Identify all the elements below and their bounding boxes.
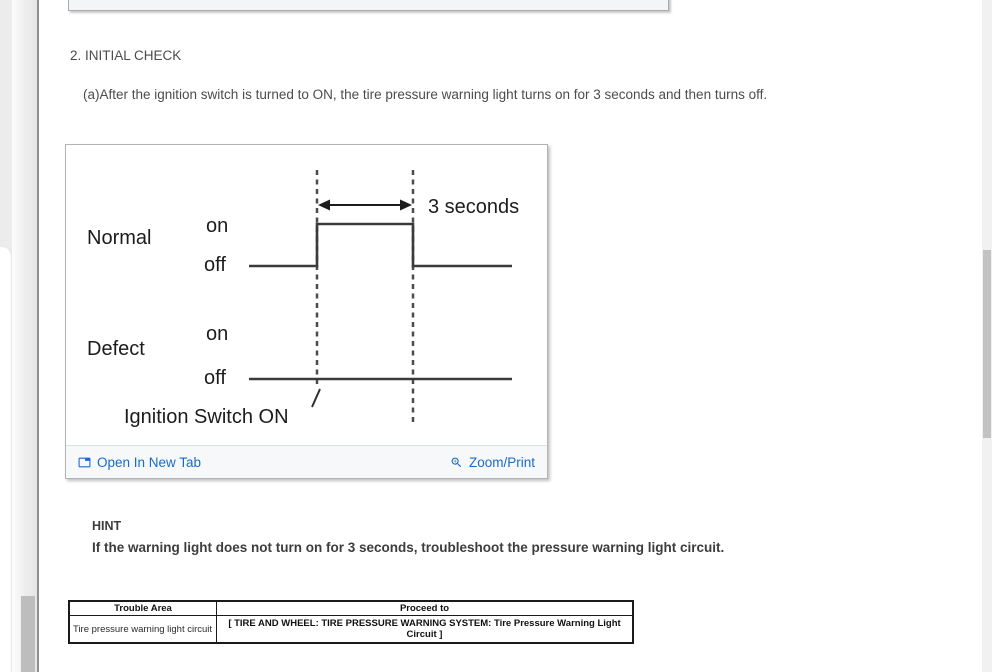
trouble-table: Trouble Area Proceed to Tire pressure wa… <box>68 600 634 644</box>
zoom-in-icon <box>451 457 462 467</box>
normal-label: Normal <box>87 227 151 249</box>
trouble-area-cell: Tire pressure warning light circuit <box>68 615 217 644</box>
step-text: (a)After the ignition switch is turned t… <box>83 87 768 102</box>
table-row: Tire pressure warning light circuit [ TI… <box>68 615 634 644</box>
timing-diagram-figure: 3 seconds Normal on off Defect on off Ig… <box>65 144 548 479</box>
right-scrollbar-track[interactable] <box>982 0 992 672</box>
trouble-area-header: Trouble Area <box>68 600 217 616</box>
normal-off-label: off <box>204 254 226 276</box>
table-header-row: Trouble Area Proceed to <box>68 600 634 616</box>
hint-label: HINT <box>92 519 122 533</box>
defect-off-label: off <box>204 367 226 389</box>
figure-footer: Open In New Tab Zoom/Print <box>66 445 547 478</box>
zoom-print-link[interactable]: Zoom/Print <box>450 455 535 470</box>
left-scrollbar-thumb[interactable] <box>21 596 35 672</box>
proceed-to-header: Proceed to <box>216 600 634 616</box>
section-heading: 2. INITIAL CHECK <box>70 48 182 63</box>
right-scrollbar-thumb[interactable] <box>983 250 991 438</box>
defect-label: Defect <box>87 338 145 360</box>
duration-label: 3 seconds <box>428 196 519 218</box>
left-scrollbar-track[interactable] <box>12 0 39 672</box>
arrowhead-right-icon <box>400 199 412 211</box>
normal-waveform <box>249 222 512 268</box>
timing-diagram-canvas: 3 seconds Normal on off Defect on off Ig… <box>87 170 519 428</box>
proceed-to-cell: [ TIRE AND WHEEL: TIRE PRESSURE WARNING … <box>216 615 634 644</box>
zoom-print-label: Zoom/Print <box>468 454 535 470</box>
open-in-new-tab-link[interactable]: Open In New Tab <box>78 455 201 470</box>
previous-figure-edge <box>68 0 669 11</box>
open-in-new-tab-icon <box>78 457 91 467</box>
normal-on-label: on <box>206 215 228 237</box>
hint-text: If the warning light does not turn on fo… <box>92 540 725 555</box>
pointer-slash <box>311 388 321 408</box>
arrowhead-left-icon <box>318 199 330 211</box>
ignition-label: Ignition Switch ON <box>124 406 289 428</box>
open-in-new-tab-label: Open In New Tab <box>97 454 202 470</box>
defect-on-label: on <box>206 323 228 345</box>
left-panel-edge <box>0 246 12 672</box>
